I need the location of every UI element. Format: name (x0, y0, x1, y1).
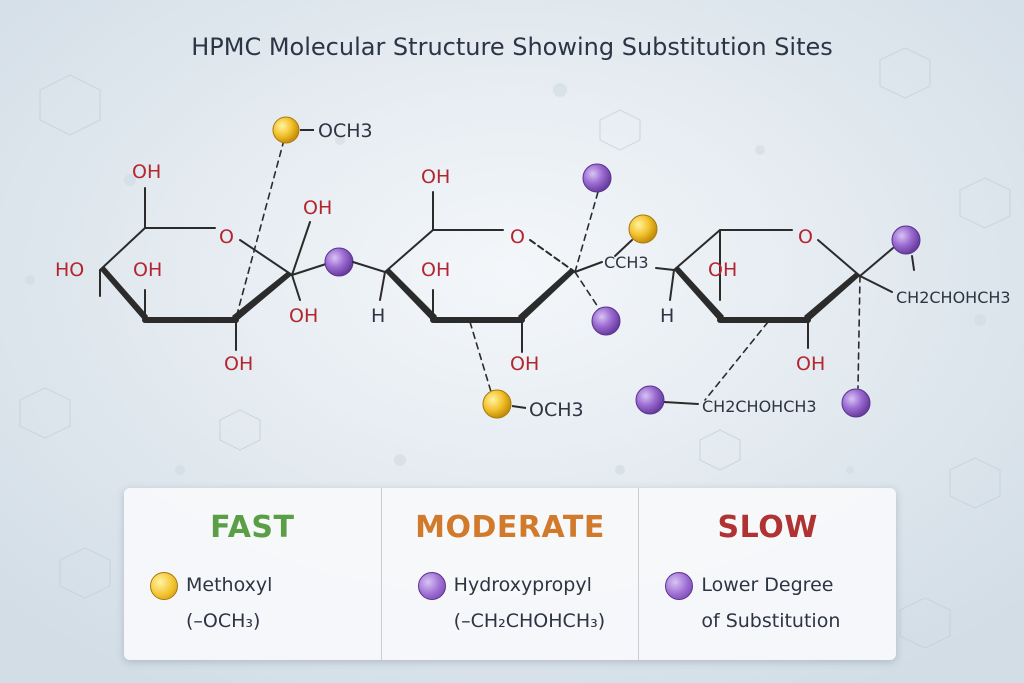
glucose-ring-2 (352, 191, 633, 396)
legend-moderate: MODERATE Hydroxypropyl (–CH₂CHOHCH₃) (380, 488, 639, 660)
ring2-link-label: CCH3 (604, 253, 649, 272)
low-substitution-sub: of Substitution (701, 610, 841, 632)
glucose-ring-1 (99, 139, 327, 351)
hydroxypropyl-sphere-5 (841, 388, 871, 418)
ring1-oh-right: OH (303, 197, 332, 219)
ring2-ring-oxygen: O (510, 226, 525, 248)
methoxyl-formula: (–OCH₃) (186, 610, 261, 632)
ring3-ring-oxygen: O (798, 226, 813, 248)
slow-heading: SLOW (717, 510, 818, 545)
hydroxypropyl-sphere-2 (582, 163, 612, 193)
methoxyl-sphere-2 (628, 214, 658, 244)
methoxyl-sphere-3 (482, 389, 512, 419)
legend-slow: SLOW Lower Degree of Substitution (638, 488, 896, 660)
low-substitution-sphere-icon (665, 572, 694, 600)
moderate-heading: MODERATE (415, 510, 605, 545)
ring3-h: H (660, 305, 674, 327)
methoxyl-sphere-1 (272, 116, 300, 144)
ring2-methoxyl-label: OCH3 (529, 399, 584, 421)
ring1-methoxyl-label: OCH3 (318, 120, 373, 142)
ring1-ring-oxygen: O (219, 226, 234, 248)
ring1-ho-left: HO (55, 259, 84, 281)
ring3-oh-inner: OH (708, 259, 737, 281)
hydroxypropyl-sphere-1 (324, 247, 354, 277)
hydroxypropyl-formula: (–CH₂CHOHCH₃) (453, 610, 606, 632)
methoxyl-label: Methoxyl (186, 574, 273, 596)
hydroxypropyl-sphere-icon (417, 572, 446, 600)
ring2-oh-inner: OH (421, 259, 450, 281)
glucose-ring-3 (655, 229, 915, 405)
substitution-legend: FAST Methoxyl (–OCH₃) MODERATE Hydroxypr… (124, 488, 896, 660)
ring3-oh-bottom: OH (796, 353, 825, 375)
ring1-oh-lower-right: OH (289, 305, 318, 327)
ring2-h: H (371, 305, 385, 327)
low-substitution-label: Lower Degree (701, 574, 834, 596)
hydroxypropyl-label: Hydroxypropyl (453, 574, 592, 596)
ring1-oh-bottom: OH (224, 353, 253, 375)
ring2-oh-bottom: OH (510, 353, 539, 375)
page-title: HPMC Molecular Structure Showing Substit… (191, 33, 833, 61)
legend-fast: FAST Methoxyl (–OCH₃) (124, 488, 381, 660)
hydroxypropyl-sphere-6 (635, 385, 665, 415)
hydroxypropyl-sphere-3 (591, 306, 621, 336)
ring3-bottom-chain-label: CH2CHOHCH3 (702, 397, 817, 416)
methoxyl-sphere-icon (150, 572, 178, 600)
ring3-right-chain-label: CH2CHOHCH3 (896, 288, 1011, 307)
ring2-oh-top: OH (421, 166, 450, 188)
ring1-oh-top: OH (132, 161, 161, 183)
ring1-oh-inner: OH (133, 259, 162, 281)
hydroxypropyl-sphere-4 (891, 225, 921, 255)
fast-heading: FAST (210, 510, 295, 545)
